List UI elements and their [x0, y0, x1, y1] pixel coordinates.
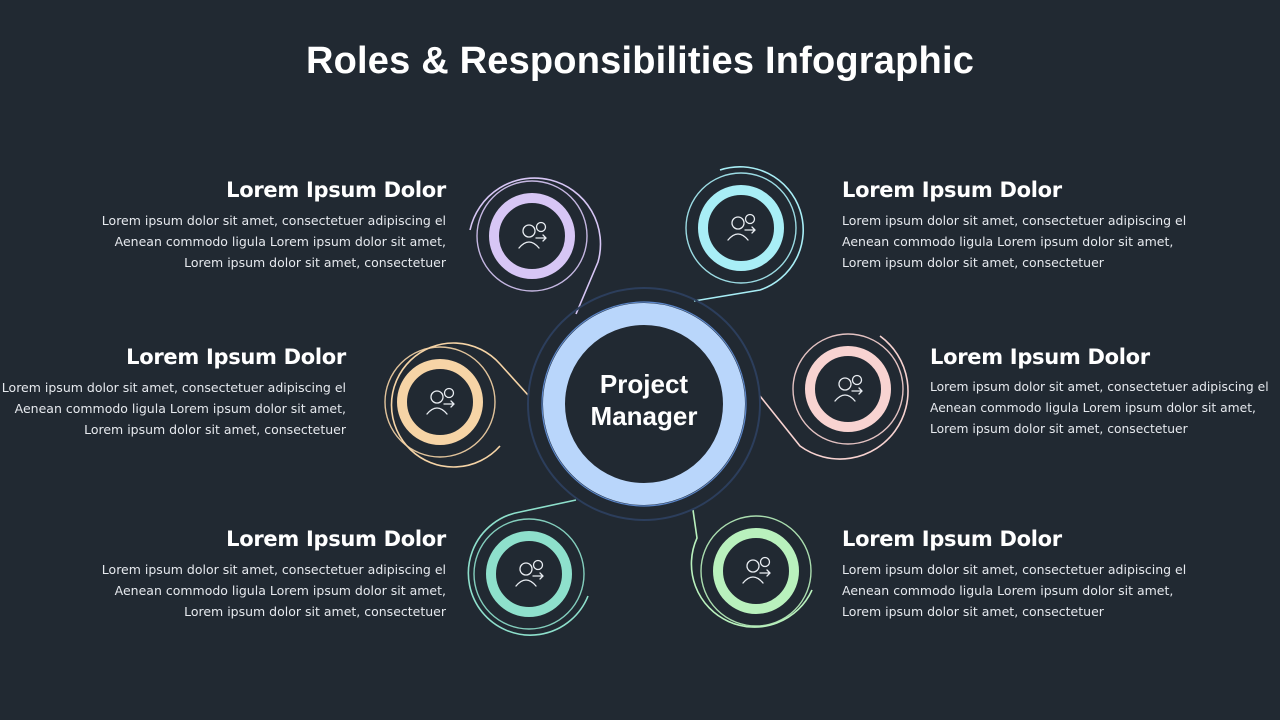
- role-heading: Lorem Ipsum Dolor: [226, 178, 446, 202]
- connector-bottom-left: [467, 499, 589, 636]
- role-heading: Lorem Ipsum Dolor: [226, 527, 446, 551]
- role-outer-ring: [476, 180, 588, 292]
- team-strategy-icon: [518, 221, 547, 249]
- role-description: Lorem ipsum dolor sit amet, consectetuer…: [101, 213, 446, 270]
- role-circle-bottom-left: [473, 518, 585, 630]
- role-block-top-left: Lorem Ipsum Dolor Lorem ipsum dolor sit …: [26, 178, 447, 273]
- thinking-person-icon: [426, 387, 455, 415]
- role-heading: Lorem Ipsum Dolor: [842, 527, 1062, 551]
- connector-mid-left: [390, 342, 529, 468]
- role-description: Lorem ipsum dolor sit amet, consectetuer…: [101, 562, 446, 619]
- center-label-line1: Project: [599, 369, 689, 399]
- engineer-gear-icon: [727, 213, 756, 241]
- role-outer-ring: [700, 515, 812, 627]
- role-block-bottom-left: Lorem Ipsum Dolor Lorem ipsum dolor sit …: [26, 527, 447, 622]
- role-description: Lorem ipsum dolor sit amet, consectetuer…: [842, 213, 1187, 270]
- role-outer-ring: [384, 346, 496, 458]
- role-heading: Lorem Ipsum Dolor: [930, 345, 1150, 369]
- role-circles: [384, 172, 904, 630]
- cloud-monitor-icon: [515, 559, 544, 587]
- role-circle-bottom-right: [700, 515, 812, 627]
- center-label: Project Manager: [544, 368, 744, 432]
- role-block-top-right: Lorem Ipsum Dolor Lorem ipsum dolor sit …: [842, 178, 1262, 273]
- role-block-bottom-right: Lorem Ipsum Dolor Lorem ipsum dolor sit …: [842, 527, 1262, 622]
- role-outer-ring: [685, 172, 797, 284]
- center-label-line2: Manager: [590, 401, 698, 431]
- role-description: Lorem ipsum dolor sit amet, consectetuer…: [930, 380, 1269, 436]
- role-description: Lorem ipsum dolor sit amet, consectetuer…: [842, 562, 1187, 619]
- role-circle-top-left: [476, 180, 588, 292]
- center-hub: [527, 287, 761, 521]
- role-description: Lorem ipsum dolor sit amet, consectetuer…: [1, 380, 346, 437]
- role-heading: Lorem Ipsum Dolor: [126, 345, 346, 369]
- center-ring-edge: [541, 301, 747, 507]
- connector-mid-right: [759, 335, 909, 460]
- team-people-icon: [742, 556, 771, 584]
- role-heading: Lorem Ipsum Dolor: [842, 178, 1062, 202]
- role-block-mid-left: Lorem Ipsum Dolor Lorem ipsum dolor sit …: [0, 345, 347, 440]
- role-block-mid-right: Lorem Ipsum Dolor Lorem ipsum dolor sit …: [930, 345, 1270, 440]
- role-circle-top-right: [685, 172, 797, 284]
- page-title: Roles & Responsibilities Infographic: [305, 40, 975, 82]
- role-outer-ring: [473, 518, 585, 630]
- connector-top-right: [693, 165, 805, 302]
- role-circle-mid-right: [792, 333, 904, 445]
- connectors: [390, 165, 909, 636]
- role-circle-mid-left: [384, 346, 496, 458]
- role-outer-ring: [792, 333, 904, 445]
- center-outer-ring: [527, 287, 761, 521]
- connector-bottom-right: [690, 509, 813, 628]
- connector-top-left: [469, 177, 602, 315]
- brain-settings-icon: [834, 374, 863, 402]
- center-ring: [543, 303, 745, 505]
